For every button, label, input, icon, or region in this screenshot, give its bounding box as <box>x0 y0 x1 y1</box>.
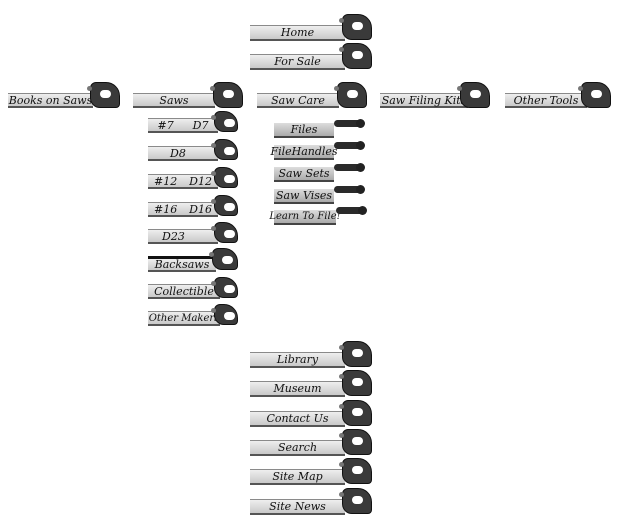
nav-site-news[interactable]: Site News <box>250 488 375 518</box>
saw-label: Collectible <box>154 284 214 298</box>
care-item-files[interactable]: Files <box>274 117 366 139</box>
nav-label: Museum <box>273 382 322 395</box>
nav-for-sale[interactable]: For Sale <box>250 43 375 73</box>
saw-handle-icon <box>339 458 372 484</box>
saw-handle-icon <box>211 167 238 188</box>
nav-books-on-saws[interactable]: Books on Saws <box>8 82 123 110</box>
saw-handle-icon <box>339 488 372 514</box>
saw-handle-icon <box>578 82 611 108</box>
saw-handle-icon <box>211 304 238 325</box>
saw-handle-icon <box>210 82 243 108</box>
saw-handle-icon <box>211 111 238 132</box>
saw-handle-icon <box>339 429 372 455</box>
saw-handle-icon <box>339 400 372 426</box>
file-handle-icon <box>334 163 365 172</box>
nav-label: Other Tools <box>513 93 579 107</box>
saw-handle-icon <box>457 82 490 108</box>
care-item-saw-vises[interactable]: Saw Vises <box>274 183 366 205</box>
saw-number: #16 <box>153 202 178 216</box>
care-item-saw-sets[interactable]: Saw Sets <box>274 161 366 183</box>
nav-label: Search <box>277 441 318 454</box>
saw-item-7[interactable]: #7 D7 <box>148 111 240 135</box>
nav-label: Site Map <box>272 470 323 483</box>
file-handle-icon <box>336 206 367 215</box>
saw-handle-icon <box>339 370 372 396</box>
saw-item-d8[interactable]: D8 <box>148 139 240 163</box>
saw-item-12[interactable]: #12 D12 <box>148 167 240 191</box>
nav-label: Contact Us <box>266 412 329 425</box>
nav-label: Home <box>280 26 315 39</box>
saw-item-d23[interactable]: D23 <box>148 222 240 246</box>
saw-handle-icon <box>211 195 238 216</box>
nav-label: Books on Saws <box>8 93 93 107</box>
saw-label: Other Makers <box>148 312 220 324</box>
care-label: Learn To File! <box>269 211 341 222</box>
nav-search[interactable]: Search <box>250 429 375 459</box>
saw-handle-icon <box>334 82 367 108</box>
nav-library[interactable]: Library <box>250 341 375 371</box>
saw-handle-icon <box>211 277 238 298</box>
saw-item-collectible[interactable]: Collectible <box>148 277 240 301</box>
nav-label: Saw Filing Kits <box>381 93 467 107</box>
saw-item-backsaws[interactable]: Backsaws <box>148 248 240 274</box>
saw-item-16[interactable]: #16 D16 <box>148 195 240 219</box>
saw-item-other-makers[interactable]: Other Makers <box>148 304 240 328</box>
care-label: Saw Sets <box>278 167 330 180</box>
saw-handle-icon <box>339 341 372 367</box>
nav-saw-filing-kits[interactable]: Saw Filing Kits <box>380 82 492 110</box>
saw-handle-icon <box>339 14 372 40</box>
nav-other-tools[interactable]: Other Tools <box>505 82 613 110</box>
saw-label: Backsaws <box>154 258 210 271</box>
saw-model: D23 <box>162 229 185 243</box>
saw-model: D7 <box>192 118 209 132</box>
saw-handle-icon <box>209 248 238 270</box>
saw-model: D16 <box>189 202 212 216</box>
nav-saws[interactable]: Saws <box>133 82 245 110</box>
care-label: FileHandles <box>270 145 338 158</box>
saw-model: D8 <box>170 146 186 160</box>
nav-label: Site News <box>269 500 326 513</box>
nav-museum[interactable]: Museum <box>250 370 375 400</box>
file-handle-icon <box>334 119 365 128</box>
nav-label: Saw Care <box>271 93 325 107</box>
file-handle-icon <box>334 141 365 150</box>
nav-label: Library <box>276 353 319 366</box>
nav-site-map[interactable]: Site Map <box>250 458 375 488</box>
saw-number: #12 <box>153 174 178 188</box>
nav-home[interactable]: Home <box>250 14 375 44</box>
saw-handle-icon <box>87 82 120 108</box>
nav-saw-care[interactable]: Saw Care <box>257 82 369 110</box>
saw-handle-icon <box>211 222 238 243</box>
care-item-filehandles[interactable]: FileHandles <box>270 139 366 161</box>
nav-label: For Sale <box>274 55 321 68</box>
saw-number: #7 <box>157 118 174 132</box>
care-item-learn-to-file[interactable]: Learn To File! <box>269 204 367 226</box>
saw-handle-icon <box>211 139 238 160</box>
saw-handle-icon <box>339 43 372 69</box>
nav-contact-us[interactable]: Contact Us <box>250 400 375 430</box>
saw-model: D12 <box>189 174 212 188</box>
care-label: Saw Vises <box>275 189 333 202</box>
nav-label: Saws <box>159 93 189 107</box>
care-label: Files <box>290 123 318 136</box>
file-handle-icon <box>334 185 365 194</box>
